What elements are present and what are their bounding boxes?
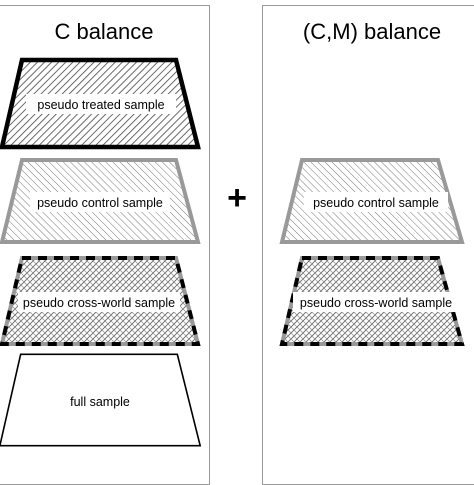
label-crossworld-right: pseudo cross-world sample [300,296,452,310]
label-bg-control-right [304,192,448,212]
c-balance-title: C balance [54,19,154,44]
label-control-right: pseudo control sample [313,196,439,210]
layer-pseudo-crossworld-left: pseudo cross-world sample [0,256,201,346]
label-crossworld-left: pseudo cross-world sample [23,296,175,310]
layer-pseudo-control-left: pseudo control sample [0,158,201,244]
sample-layers-diagram: pseudo treated sample pseudo control sam… [0,57,465,447]
label-bg-treated-left [26,94,176,114]
cm-balance-panel: (C,M) balance [262,5,474,485]
label-bg-crossworld-left [18,292,180,312]
layer-full-sample-left: full sample [0,353,202,447]
trapezoid-full-inner-left [0,355,200,445]
trapezoid-crossworld-dash-right [279,256,465,346]
label-bg-control-left [30,192,170,212]
cm-balance-title: (C,M) balance [302,19,442,44]
plus-operator: + [227,179,247,217]
layer-pseudo-control-right: pseudo control sample [279,158,465,244]
label-bg-crossworld-right [293,292,459,312]
layer-pseudo-crossworld-right: pseudo cross-world sample [279,256,465,346]
label-treated-left: pseudo treated sample [37,98,164,112]
trapezoid-crossworld-dash-left [0,256,201,346]
label-control-left: pseudo control sample [37,196,163,210]
label-full-left: full sample [70,395,130,409]
layer-pseudo-treated-left: pseudo treated sample [0,57,201,150]
